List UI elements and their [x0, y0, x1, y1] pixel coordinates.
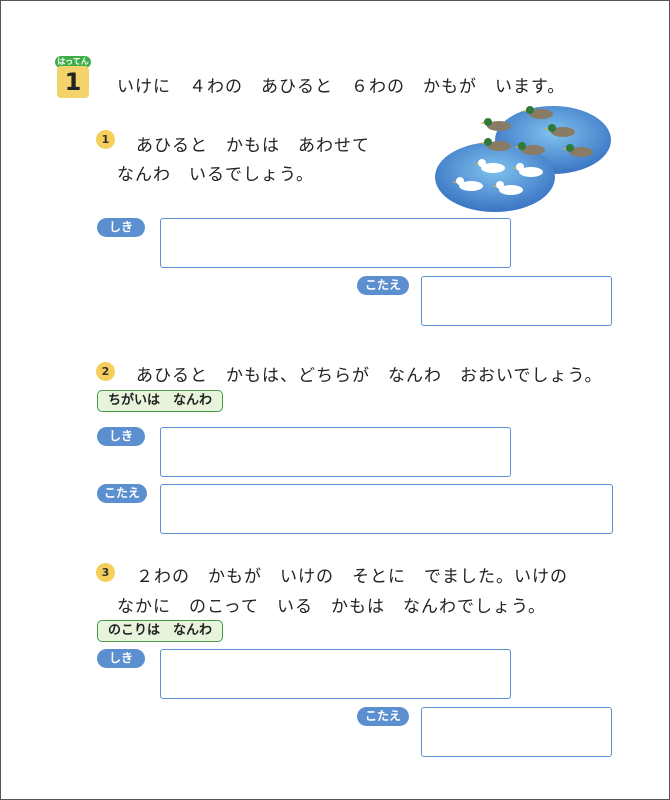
problem-badge: はってん 1	[55, 56, 91, 102]
pond-front-ellipse	[435, 142, 555, 212]
pond-illustration	[435, 106, 611, 212]
white-duck-icons	[452, 159, 543, 195]
question-1-kotae-box[interactable]	[421, 276, 612, 326]
mallard-duck-icons	[480, 106, 593, 157]
problem-number: 1	[57, 66, 89, 98]
question-1-line-2: なんわ いるでしょう。	[117, 165, 314, 185]
question-1-shiki-box[interactable]	[160, 218, 511, 268]
question-3-line-2: なかに のこって いる かもは なんわでしょう。	[117, 597, 546, 617]
question-3-kotae-label: こたえ	[357, 707, 409, 726]
problem-intro: いけに ４わの あひると ６わの かもが います。	[117, 77, 566, 97]
question-2-shiki-label: しき	[97, 427, 145, 446]
question-1-shiki-label: しき	[97, 218, 145, 237]
question-3-line-1: ２わの かもが いけの そとに でました。いけの	[136, 567, 568, 587]
question-2-kotae-box[interactable]	[160, 484, 613, 534]
question-2-number: 2	[96, 362, 115, 381]
question-3-number: 3	[96, 563, 115, 582]
question-3-shiki-box[interactable]	[160, 649, 511, 699]
question-2-shiki-box[interactable]	[160, 427, 511, 477]
question-3-shiki-label: しき	[97, 649, 145, 668]
question-1-number: 1	[96, 130, 115, 149]
question-3-hint-label: のこりは なんわ	[97, 620, 224, 642]
question-1-kotae-label: こたえ	[357, 276, 409, 295]
question-3-kotae-box[interactable]	[421, 707, 612, 757]
question-2-line-1: あひると かもは、どちらが なんわ おおいでしょう。	[136, 366, 603, 386]
badge-label: はってん	[55, 56, 91, 68]
question-2-kotae-label: こたえ	[97, 484, 147, 503]
question-1-line-1: あひると かもは あわせて	[136, 136, 370, 156]
question-2-hint-label: ちがいは なんわ	[97, 390, 224, 412]
